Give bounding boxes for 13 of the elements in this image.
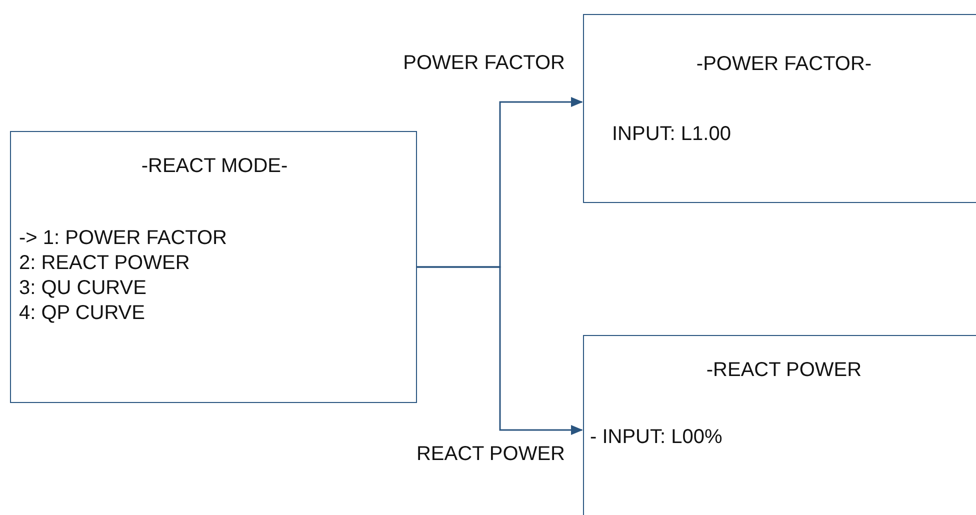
screen-title: -POWER FACTOR- [695, 52, 873, 76]
menu-line: 4: QP CURVE [19, 301, 145, 325]
menu-screen-box [583, 14, 976, 203]
menu-screen-box [583, 335, 976, 515]
menu-screen-box [10, 131, 417, 403]
screen-title: -REACT POWER [705, 358, 863, 382]
menu-line: -> 1: POWER FACTOR [19, 226, 227, 250]
arrow [417, 266, 583, 435]
menu-line: 2: REACT POWER [19, 251, 190, 275]
menu-line: INPUT: L1.00 [612, 122, 731, 146]
menu-line: - INPUT: L00% [590, 425, 722, 449]
screen-title: -REACT MODE- [140, 154, 289, 178]
menu-line: 3: QU CURVE [19, 276, 146, 300]
